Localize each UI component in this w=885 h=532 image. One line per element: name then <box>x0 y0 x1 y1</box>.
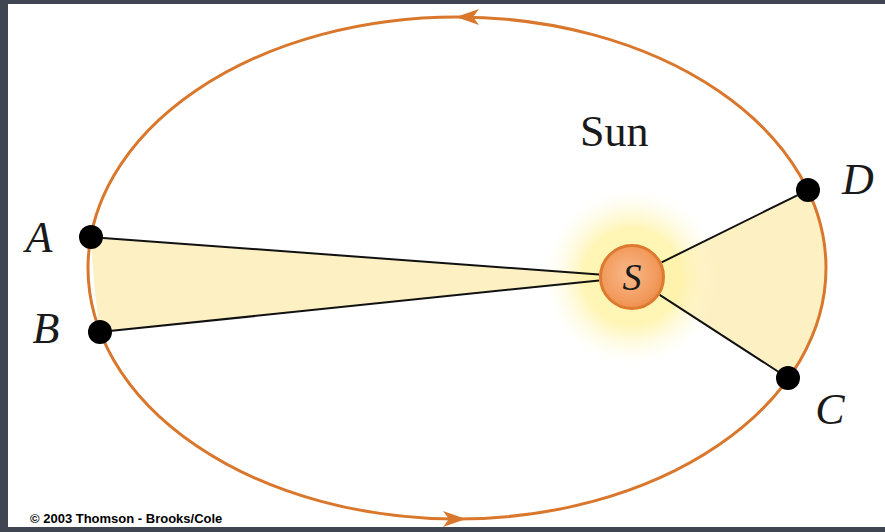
point-label: D <box>842 158 874 202</box>
sun-glow <box>544 189 720 365</box>
point-label: C <box>815 388 844 432</box>
orbit-point: C <box>776 366 800 390</box>
object-label: Sun <box>580 110 648 154</box>
radius-line <box>660 295 778 372</box>
sun-symbol: S <box>623 258 642 296</box>
orbit-point: D <box>796 178 820 202</box>
radius-line <box>103 238 599 275</box>
copyright-note: © 2003 Thomson - Brooks/Cole <box>30 512 222 525</box>
orbit-ellipse <box>88 17 826 519</box>
orbit-point: B <box>88 320 112 344</box>
sun-circle: S <box>599 244 665 310</box>
point-label: A <box>26 216 53 260</box>
direction-arrowhead <box>456 9 479 25</box>
orbit-point: A <box>79 225 103 249</box>
radius-line <box>662 195 798 262</box>
direction-arrowhead <box>443 511 466 527</box>
radius-line <box>112 280 599 330</box>
point-label: B <box>33 307 60 351</box>
